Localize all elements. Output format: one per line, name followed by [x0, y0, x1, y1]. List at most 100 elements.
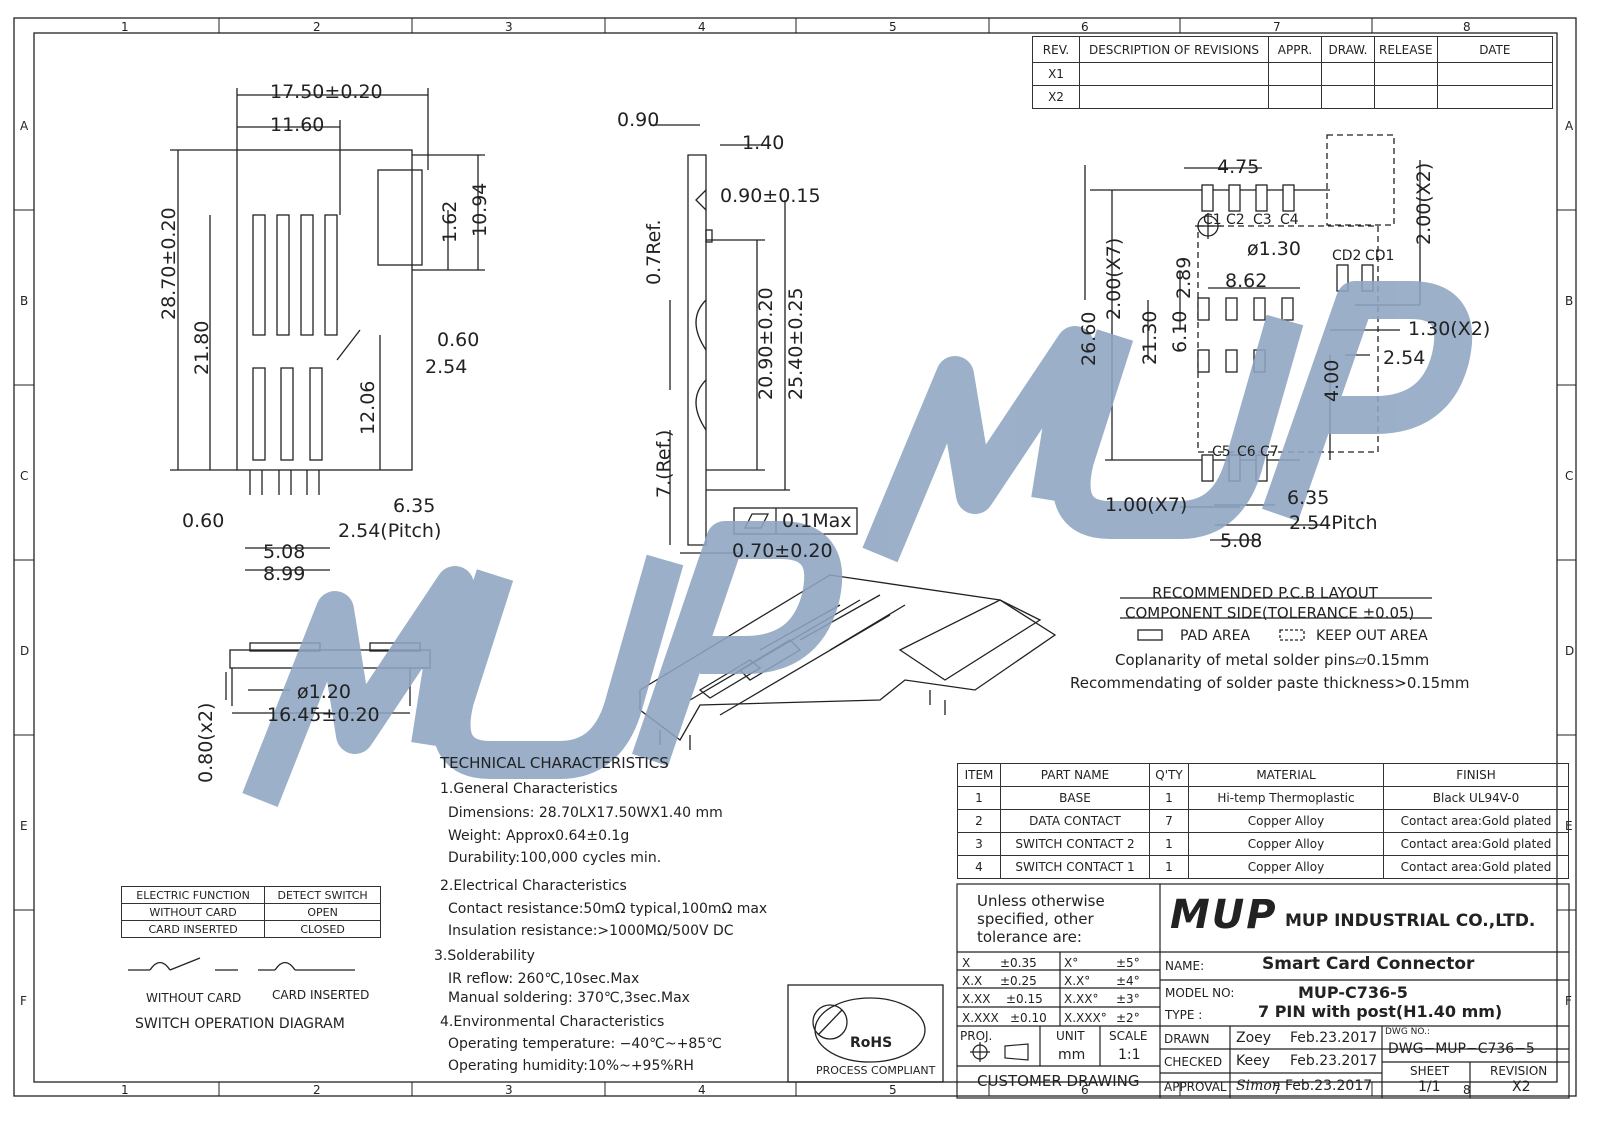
dim-label: 0.80(x2) — [195, 702, 217, 783]
tol-cell: ±3° — [1116, 992, 1140, 1006]
tol-cell: X.XXX° — [1064, 1011, 1107, 1025]
pad-label: CD2 — [1332, 248, 1362, 264]
pad-label: C6 — [1237, 444, 1256, 460]
customer-drawing: CUSTOMER DRAWING — [977, 1072, 1140, 1090]
col-label: 3 — [505, 1083, 513, 1097]
bom-cell: SWITCH CONTACT 2 — [1000, 832, 1150, 856]
col-label: 1 — [121, 1083, 129, 1097]
type-value: 7 PIN with post(H1.40 mm) — [1258, 1002, 1503, 1021]
rev-cell — [1079, 62, 1269, 86]
tol-cell: X — [962, 956, 971, 970]
row-label: B — [1565, 294, 1574, 308]
col-label: 4 — [698, 1083, 706, 1097]
dim-label: 1.40 — [742, 132, 785, 154]
bom-cell: 1 — [1149, 855, 1189, 879]
row-label: C — [1565, 469, 1574, 483]
bom-cell: 1 — [957, 786, 1001, 810]
dim-label: 16.45±0.20 — [267, 704, 380, 726]
pcb-subtitle: COMPONENT SIDE(TOLERANCE ±0.05) — [1125, 604, 1415, 622]
tol-cell: ±2° — [1116, 1011, 1140, 1025]
pad-label: C4 — [1280, 212, 1299, 228]
approval-label: APPROVAL — [1164, 1080, 1227, 1094]
col-label: 4 — [698, 20, 706, 34]
rev-cell — [1374, 62, 1438, 86]
pad-label: C2 — [1226, 212, 1245, 228]
pcb-note: Recommendating of solder paste thickness… — [1070, 674, 1470, 692]
dim-label: 20.90±0.20 — [755, 287, 777, 400]
dim-label: 12.06 — [357, 380, 379, 435]
dim-label: 10.94 — [469, 182, 491, 237]
rev-cell — [1436, 85, 1554, 109]
unit-label: UNIT — [1056, 1029, 1085, 1043]
tech-line: 4.Environmental Characteristics — [440, 1014, 665, 1030]
name-label: NAME: — [1165, 959, 1205, 973]
dim-label: 1.62 — [439, 200, 461, 243]
row-label: B — [20, 294, 29, 308]
tol-cell: X.XX — [962, 992, 991, 1006]
outer-frame — [13, 17, 1577, 1097]
rev-header: APPR. — [1268, 36, 1322, 63]
bom-cell: Contact area:Gold plated — [1383, 855, 1569, 879]
dim-label: 6.35 — [393, 495, 436, 517]
bom-cell: 3 — [957, 832, 1001, 856]
bom-header: MATERIAL — [1188, 763, 1384, 787]
dim-label: 21.30 — [1139, 310, 1161, 365]
bom-cell: 1 — [1149, 786, 1189, 810]
switch-diagram-lines — [128, 957, 355, 971]
dim-label: 17.50±0.20 — [270, 81, 383, 103]
dwg-label: DWG NO.: — [1385, 1027, 1431, 1037]
dim-label: 5.08 — [1220, 530, 1263, 552]
approval-by: Simon — [1236, 1078, 1281, 1094]
pad-label: C7 — [1260, 444, 1279, 460]
bom-header: PART NAME — [1000, 763, 1150, 787]
switch-diagram-title: SWITCH OPERATION DIAGRAM — [135, 1016, 345, 1032]
dim-label: 26.60 — [1078, 311, 1100, 366]
tol-cell: ±0.25 — [1000, 974, 1037, 988]
checked-label: CHECKED — [1164, 1055, 1223, 1069]
bom-cell: BASE — [1000, 786, 1150, 810]
tol-cell: ±0.35 — [1000, 956, 1037, 970]
col-label: 5 — [889, 20, 897, 34]
row-label: F — [20, 994, 27, 1008]
tol-cell: X° — [1064, 956, 1079, 970]
rev-header: RELEASE — [1374, 36, 1438, 63]
rev-cell — [1321, 85, 1375, 109]
dim-label: ø1.20 — [297, 681, 351, 703]
tol-note: specified, other — [977, 910, 1094, 928]
rev-header: REV. — [1032, 36, 1080, 63]
tech-line: Operating temperature: −40℃~+85℃ — [448, 1036, 722, 1052]
bom-cell: Copper Alloy — [1188, 809, 1384, 833]
col-label: 8 — [1463, 1083, 1471, 1097]
model-label: MODEL NO: — [1165, 986, 1235, 1000]
col-label: 2 — [313, 1083, 321, 1097]
rev-cell — [1374, 85, 1438, 109]
company-name: MUP INDUSTRIAL CO.,LTD. — [1285, 911, 1536, 931]
rev-header: DATE — [1436, 36, 1554, 63]
row-label: E — [20, 819, 28, 833]
dim-label: 0.60 — [437, 329, 480, 351]
rohs-caption: PROCESS COMPLIANT — [816, 1064, 936, 1077]
tol-note: Unless otherwise — [977, 892, 1105, 910]
dim-label: 0.70±0.20 — [732, 540, 833, 562]
sheet-label: SHEET — [1410, 1064, 1450, 1078]
col-label: 3 — [505, 20, 513, 34]
col-label: 8 — [1463, 20, 1471, 34]
tech-line: 1.General Characteristics — [440, 781, 618, 797]
bom-header: Q'TY — [1149, 763, 1189, 787]
dim-label: 0.90±0.15 — [720, 185, 821, 207]
unit-value: mm — [1058, 1047, 1086, 1063]
tol-note: tolerance are: — [977, 928, 1082, 946]
col-label: 6 — [1081, 20, 1089, 34]
company-logo: MUP — [1170, 892, 1278, 938]
proj-label: PROJ. — [960, 1029, 993, 1043]
bom-cell: Contact area:Gold plated — [1383, 832, 1569, 856]
tech-line: Dimensions: 28.70LX17.50WX1.40 mm — [448, 805, 723, 821]
row-label: A — [20, 119, 29, 133]
bom-cell: DATA CONTACT — [1000, 809, 1150, 833]
pcb-title: RECOMMENDED P.C.B LAYOUT — [1152, 584, 1378, 602]
dim-label: 2.54Pitch — [1289, 512, 1378, 534]
dim-label: 2.54(Pitch) — [338, 520, 442, 542]
rev-header: DESCRIPTION OF REVISIONS — [1079, 36, 1269, 63]
dwg-number: DWG−MUP−C736−5 — [1388, 1041, 1535, 1057]
